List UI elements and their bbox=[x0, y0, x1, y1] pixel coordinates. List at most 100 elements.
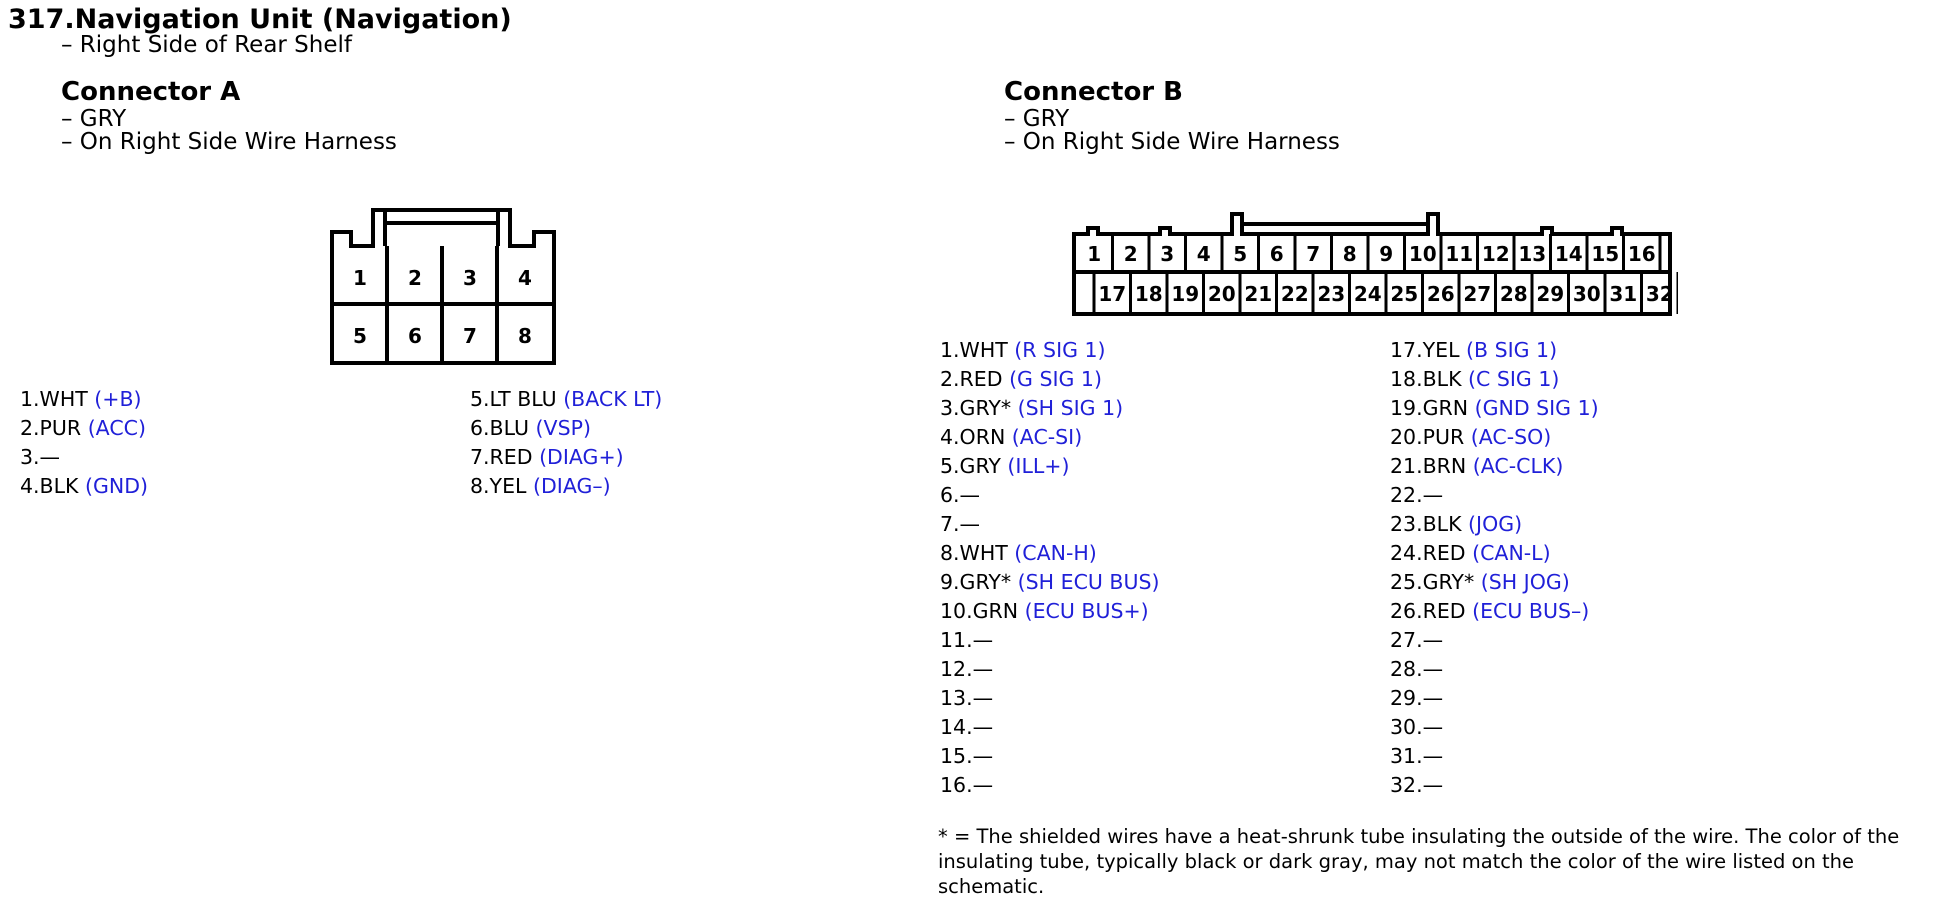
pin-entry: 5.LT BLU (BACK LT) bbox=[470, 385, 662, 414]
pin-function: (G SIG 1) bbox=[1002, 367, 1102, 391]
pin-function: (VSP) bbox=[529, 416, 591, 440]
pin-entry: 11.— bbox=[940, 626, 1159, 655]
pin-function: (C SIG 1) bbox=[1461, 367, 1560, 391]
pin-function: (ECU BUS+) bbox=[1018, 599, 1149, 623]
pin-function: (SH SIG 1) bbox=[1011, 396, 1124, 420]
pin-entry: 9.GRY* (SH ECU BUS) bbox=[940, 568, 1159, 597]
connector-b-pin-number: 7 bbox=[1306, 242, 1320, 266]
pin-function: (GND) bbox=[78, 474, 149, 498]
pin-entry: 14.— bbox=[940, 713, 1159, 742]
pin-wire-color: 22.— bbox=[1390, 483, 1444, 507]
pin-entry: 17.YEL (B SIG 1) bbox=[1390, 336, 1599, 365]
pin-entry: 26.RED (ECU BUS–) bbox=[1390, 597, 1599, 626]
connector-b-pin-number: 26 bbox=[1427, 282, 1455, 306]
connector-a-pin-number: 4 bbox=[518, 266, 532, 290]
pin-entry: 2.RED (G SIG 1) bbox=[940, 365, 1159, 394]
connector-b-pin-number: 6 bbox=[1270, 242, 1284, 266]
pin-entry: 31.— bbox=[1390, 742, 1599, 771]
pin-entry: 4.BLK (GND) bbox=[20, 472, 148, 501]
pin-entry: 6.BLU (VSP) bbox=[470, 414, 662, 443]
pin-wire-color: 4.BLK bbox=[20, 474, 79, 498]
connector-b-pin-number: 18 bbox=[1135, 282, 1163, 306]
connector-a-color: – GRY bbox=[61, 106, 127, 132]
connector-b-pin-number: 20 bbox=[1208, 282, 1236, 306]
pin-function: (SH ECU BUS) bbox=[1011, 570, 1160, 594]
pin-wire-color: 13.— bbox=[940, 686, 994, 710]
connector-b-pin-number: 28 bbox=[1500, 282, 1528, 306]
pin-entry: 25.GRY* (SH JOG) bbox=[1390, 568, 1599, 597]
pin-entry: 5.GRY (ILL+) bbox=[940, 452, 1159, 481]
pin-entry: 10.GRN (ECU BUS+) bbox=[940, 597, 1159, 626]
pin-entry: 15.— bbox=[940, 742, 1159, 771]
connector-a-pin-number: 2 bbox=[408, 266, 422, 290]
pin-function: (ECU BUS–) bbox=[1465, 599, 1590, 623]
pin-wire-color: 9.GRY* bbox=[940, 570, 1012, 594]
connector-b-pin-list-2: 17.YEL (B SIG 1)18.BLK (C SIG 1)19.GRN (… bbox=[1390, 336, 1599, 800]
pin-wire-color: 16.— bbox=[940, 773, 994, 797]
pin-function: (+B) bbox=[87, 387, 142, 411]
connector-b-pin-number: 1 bbox=[1087, 242, 1101, 266]
connector-a-pin-number: 5 bbox=[353, 324, 367, 348]
pin-wire-color: 8.YEL bbox=[470, 474, 527, 498]
shielded-wire-note: * = The shielded wires have a heat-shrun… bbox=[938, 825, 1900, 898]
connector-b-pin-number: 8 bbox=[1343, 242, 1357, 266]
connector-b-pin-number: 19 bbox=[1171, 282, 1199, 306]
connector-a-pin-number: 6 bbox=[408, 324, 422, 348]
pin-wire-color: 18.BLK bbox=[1390, 367, 1462, 391]
pin-entry: 21.BRN (AC-CLK) bbox=[1390, 452, 1599, 481]
connector-b-pin-number: 10 bbox=[1409, 242, 1437, 266]
pin-entry: 20.PUR (AC-SO) bbox=[1390, 423, 1599, 452]
pin-wire-color: 2.RED bbox=[940, 367, 1003, 391]
pin-entry: 29.— bbox=[1390, 684, 1599, 713]
pin-wire-color: 12.— bbox=[940, 657, 994, 681]
pin-function: (ACC) bbox=[81, 416, 146, 440]
connector-b-pin-number: 23 bbox=[1317, 282, 1345, 306]
connector-a-title: Connector A bbox=[61, 77, 241, 107]
pin-function: (JOG) bbox=[1461, 512, 1523, 536]
pin-wire-color: 29.— bbox=[1390, 686, 1444, 710]
pin-entry: 30.— bbox=[1390, 713, 1599, 742]
pin-wire-color: 1.WHT bbox=[20, 387, 88, 411]
pin-entry: 7.RED (DIAG+) bbox=[470, 443, 662, 472]
pin-function: (AC-SI) bbox=[1005, 425, 1083, 449]
connector-b-pin-number: 24 bbox=[1354, 282, 1382, 306]
pin-wire-color: 23.BLK bbox=[1390, 512, 1462, 536]
page-title: 317.Navigation Unit (Navigation) bbox=[8, 4, 512, 35]
connector-a-location: – On Right Side Wire Harness bbox=[61, 129, 397, 155]
connector-b-pin-number: 2 bbox=[1124, 242, 1138, 266]
pin-entry: 3.GRY* (SH SIG 1) bbox=[940, 394, 1159, 423]
pin-entry: 16.— bbox=[940, 771, 1159, 800]
pin-entry: 13.— bbox=[940, 684, 1159, 713]
pin-wire-color: 21.BRN bbox=[1390, 454, 1467, 478]
connector-b-pin-number: 25 bbox=[1390, 282, 1418, 306]
connector-a-pin-list-1: 1.WHT (+B)2.PUR (ACC)3.—4.BLK (GND) bbox=[20, 385, 148, 501]
connector-b-pin-number: 12 bbox=[1482, 242, 1510, 266]
pin-function: (AC-SO) bbox=[1464, 425, 1552, 449]
pin-wire-color: 3.GRY* bbox=[940, 396, 1012, 420]
connector-a-pin-number: 7 bbox=[463, 324, 477, 348]
pin-wire-color: 27.— bbox=[1390, 628, 1444, 652]
pin-wire-color: 7.— bbox=[940, 512, 981, 536]
pin-wire-color: 28.— bbox=[1390, 657, 1444, 681]
pin-entry: 2.PUR (ACC) bbox=[20, 414, 148, 443]
pin-wire-color: 30.— bbox=[1390, 715, 1444, 739]
connector-b-pin-number: 3 bbox=[1160, 242, 1174, 266]
pin-function: (CAN-L) bbox=[1465, 541, 1551, 565]
pin-wire-color: 5.LT BLU bbox=[470, 387, 557, 411]
pin-wire-color: 20.PUR bbox=[1390, 425, 1465, 449]
pin-entry: 1.WHT (+B) bbox=[20, 385, 148, 414]
connector-b-pin-number: 27 bbox=[1463, 282, 1491, 306]
connector-a-pin-number: 8 bbox=[518, 324, 532, 348]
unit-location: – Right Side of Rear Shelf bbox=[61, 32, 352, 58]
pin-wire-color: 17.YEL bbox=[1390, 338, 1460, 362]
connector-b-pin-number: 31 bbox=[1609, 282, 1637, 306]
connector-b-pin-number: 29 bbox=[1536, 282, 1564, 306]
pin-wire-color: 4.ORN bbox=[940, 425, 1006, 449]
pin-wire-color: 32.— bbox=[1390, 773, 1444, 797]
connector-b-pin-number: 5 bbox=[1233, 242, 1247, 266]
connector-b-pin-number: 4 bbox=[1197, 242, 1211, 266]
pin-entry: 7.— bbox=[940, 510, 1159, 539]
pin-function: (ILL+) bbox=[1000, 454, 1070, 478]
connector-b-pin-number: 22 bbox=[1281, 282, 1309, 306]
